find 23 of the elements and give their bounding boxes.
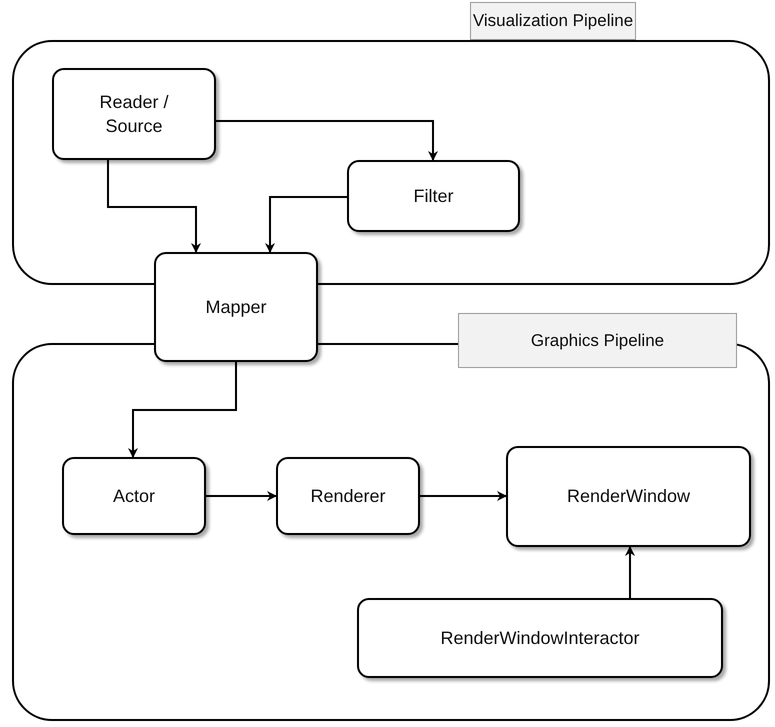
box-label: Actor [112,484,155,508]
process-box [347,160,520,232]
arrow [128,362,237,458]
process-box [154,252,318,362]
box-label: Mapper [205,296,267,319]
box-label: Filter [414,184,454,208]
box-label: RenderWindowInteractor [440,626,640,650]
arrow [265,196,347,253]
box-label: RenderWindow [566,485,690,508]
process-box [506,446,751,547]
arrow [420,491,507,501]
pipeline-label: Visualization Pipeline [470,2,636,40]
arrow [107,160,201,253]
process-box [357,598,723,678]
box-label: Renderer [310,484,386,508]
arrow [206,491,277,501]
arrow [216,120,438,161]
process-box [62,457,206,535]
box-label: Reader / Source [98,90,170,138]
process-box [52,68,216,160]
arrow [625,546,635,598]
pipeline-label: Graphics Pipeline [458,313,737,368]
process-box [276,457,420,535]
